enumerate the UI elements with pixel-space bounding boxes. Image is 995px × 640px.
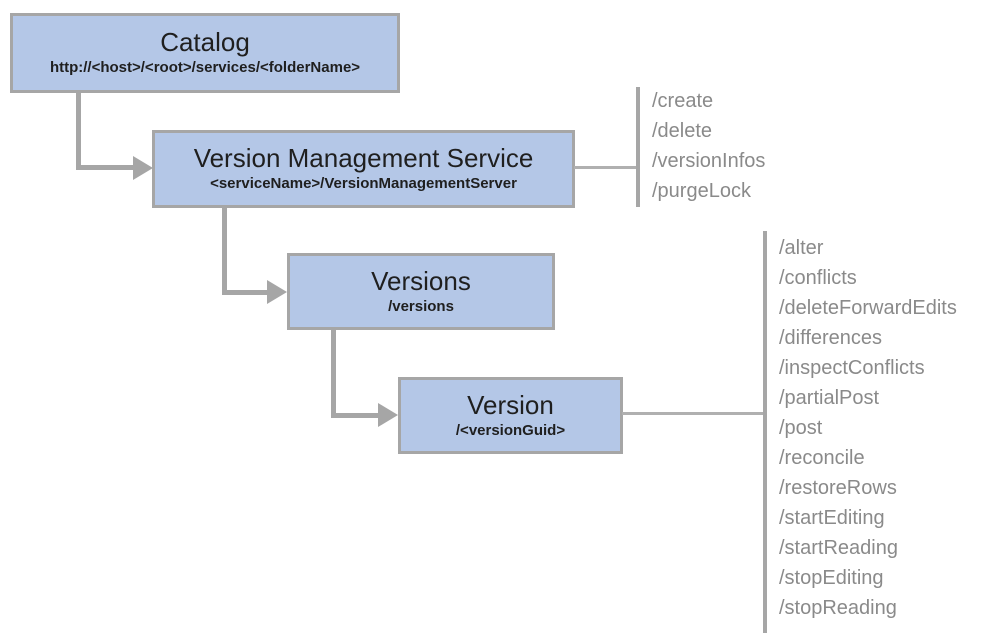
operation-label: /restoreRows xyxy=(779,477,897,499)
connector-catalog-vms-vertical xyxy=(76,93,81,170)
node-versions: Versions /versions xyxy=(287,253,555,330)
node-version-title: Version xyxy=(467,389,554,420)
operation-label: /create xyxy=(652,90,714,112)
arrowhead-into-versions-icon xyxy=(267,280,287,304)
node-vms-path: <serviceName>/VersionManagementServer xyxy=(210,175,517,193)
node-versions-title: Versions xyxy=(371,265,471,296)
operation-label: /partialPost xyxy=(779,387,880,409)
node-catalog-title: Catalog xyxy=(160,27,250,58)
node-version-management-service: Version Management Service <serviceName>… xyxy=(152,130,575,208)
node-version-path: /<versionGuid> xyxy=(455,421,566,439)
arrowhead-into-version-icon xyxy=(378,403,398,427)
version-operations-list: /alter/conflicts/deleteForwardEdits/diff… xyxy=(779,233,957,623)
operation-label: /alter xyxy=(779,237,824,259)
operation-label: /versionInfos xyxy=(652,150,766,172)
node-version: Version /<versionGuid> xyxy=(398,377,623,454)
connector-versions-version-vertical xyxy=(331,329,336,417)
connector-vms-operations xyxy=(574,166,638,169)
operation-label: /reconcile xyxy=(779,447,865,469)
operation-label: /inspectConflicts xyxy=(779,357,925,379)
version-operations-bar xyxy=(763,231,767,633)
connector-vms-versions-horizontal xyxy=(222,290,268,295)
vms-operations-list: /create/delete/versionInfos/purgeLock xyxy=(652,86,765,206)
operation-label: /deleteForwardEdits xyxy=(779,297,957,319)
operation-label: /conflicts xyxy=(779,267,857,289)
node-vms-title: Version Management Service xyxy=(193,143,534,174)
operation-label: /differences xyxy=(779,327,883,349)
node-versions-path: /versions xyxy=(388,297,454,315)
node-catalog-url: http://<host>/<root>/services/<folderNam… xyxy=(49,59,361,77)
connector-vms-versions-vertical xyxy=(222,207,227,295)
operation-label: /purgeLock xyxy=(652,180,751,202)
operation-label: /startEditing xyxy=(779,507,885,529)
operation-label: /delete xyxy=(652,120,713,142)
operation-label: /stopEditing xyxy=(779,567,884,589)
connector-version-operations xyxy=(622,412,765,415)
connector-versions-version-horizontal xyxy=(331,413,379,418)
operation-label: /startReading xyxy=(779,537,898,559)
operation-label: /post xyxy=(779,417,823,439)
arrowhead-into-vms-icon xyxy=(133,156,153,180)
vms-operations-bar xyxy=(636,87,640,207)
operation-label: /stopReading xyxy=(779,597,897,619)
node-catalog: Catalog http://<host>/<root>/services/<f… xyxy=(10,13,400,93)
connector-catalog-vms-horizontal xyxy=(76,165,134,170)
